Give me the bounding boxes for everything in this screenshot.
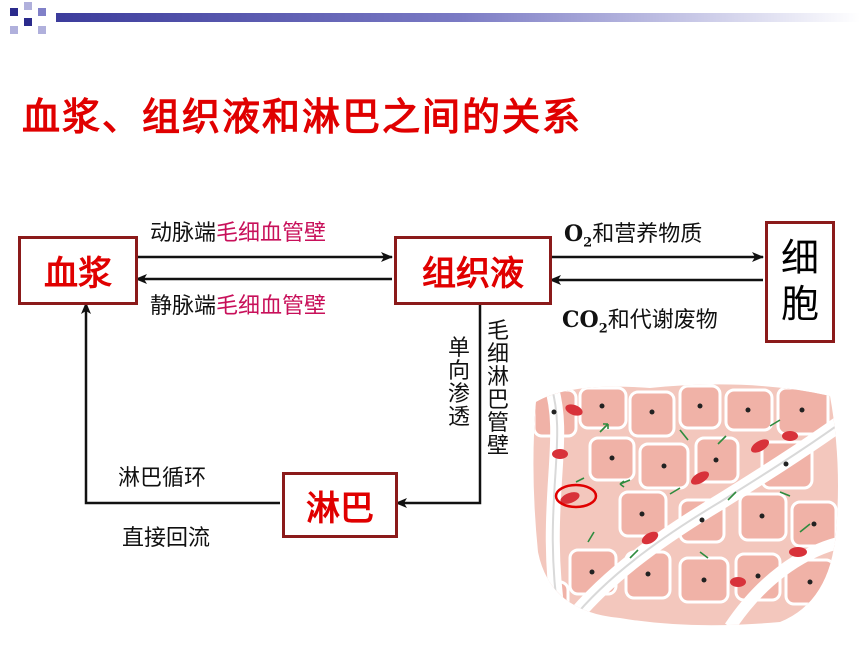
plasma-box: 血浆 <box>18 236 138 305</box>
one-way-osmosis-label: 单向渗透 <box>447 336 470 430</box>
direct-return-label: 直接回流 <box>122 526 211 551</box>
arrow-lymph-to-plasma <box>81 302 280 505</box>
tissue-cells-image <box>533 384 839 626</box>
cell-label-1: 细 <box>780 236 819 281</box>
header-bar <box>10 2 860 34</box>
arrow-tissue-to-lymph <box>395 301 482 508</box>
co2-waste-label: CO2和代谢废物 <box>562 307 718 337</box>
venous-end-label: 静脉端毛细血管壁 <box>150 294 327 319</box>
tissue-fluid-box: 组织液 <box>394 236 552 305</box>
oxygen-nutrients-label: O2和营养物质 <box>564 221 703 251</box>
cell-label-2: 胞 <box>780 282 819 326</box>
lymph-circulation-label: 淋巴循环 <box>118 466 207 491</box>
lymph-box: 淋巴 <box>282 472 398 538</box>
cell-box: 细 胞 <box>765 221 835 343</box>
page-title: 血浆、组织液和淋巴之间的关系 <box>22 95 583 139</box>
lymph-capillary-wall-label: 毛细淋巴管壁 <box>486 319 509 459</box>
arterial-end-label: 动脉端毛细血管壁 <box>150 221 327 246</box>
